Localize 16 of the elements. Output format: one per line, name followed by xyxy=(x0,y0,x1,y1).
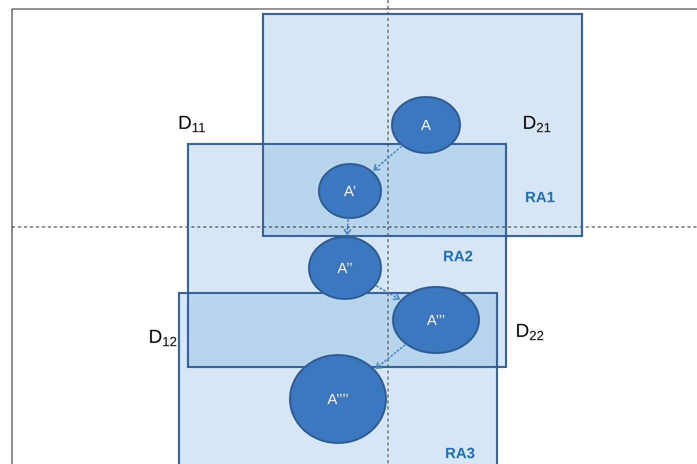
region-label: RA1 xyxy=(526,192,555,202)
arrow xyxy=(375,344,406,369)
circle-node: A’’’’ xyxy=(289,354,387,444)
region-name: D$_{22}$ xyxy=(517,324,544,340)
circle-node: A’’’ xyxy=(392,286,480,354)
region-label: RA2 xyxy=(444,250,472,262)
circle-node: A’ xyxy=(318,162,382,219)
region-name: D$_{12}$ xyxy=(150,330,176,346)
arrow xyxy=(373,146,402,171)
arrow xyxy=(343,219,352,236)
arrow xyxy=(376,285,400,300)
region-label: RA3 xyxy=(446,448,474,458)
circle-node: A xyxy=(391,96,461,154)
region-name: D$_{11}$ xyxy=(180,116,205,132)
region-name: D$_{21}$ xyxy=(524,116,550,132)
circle-node: A’’ xyxy=(308,236,382,300)
